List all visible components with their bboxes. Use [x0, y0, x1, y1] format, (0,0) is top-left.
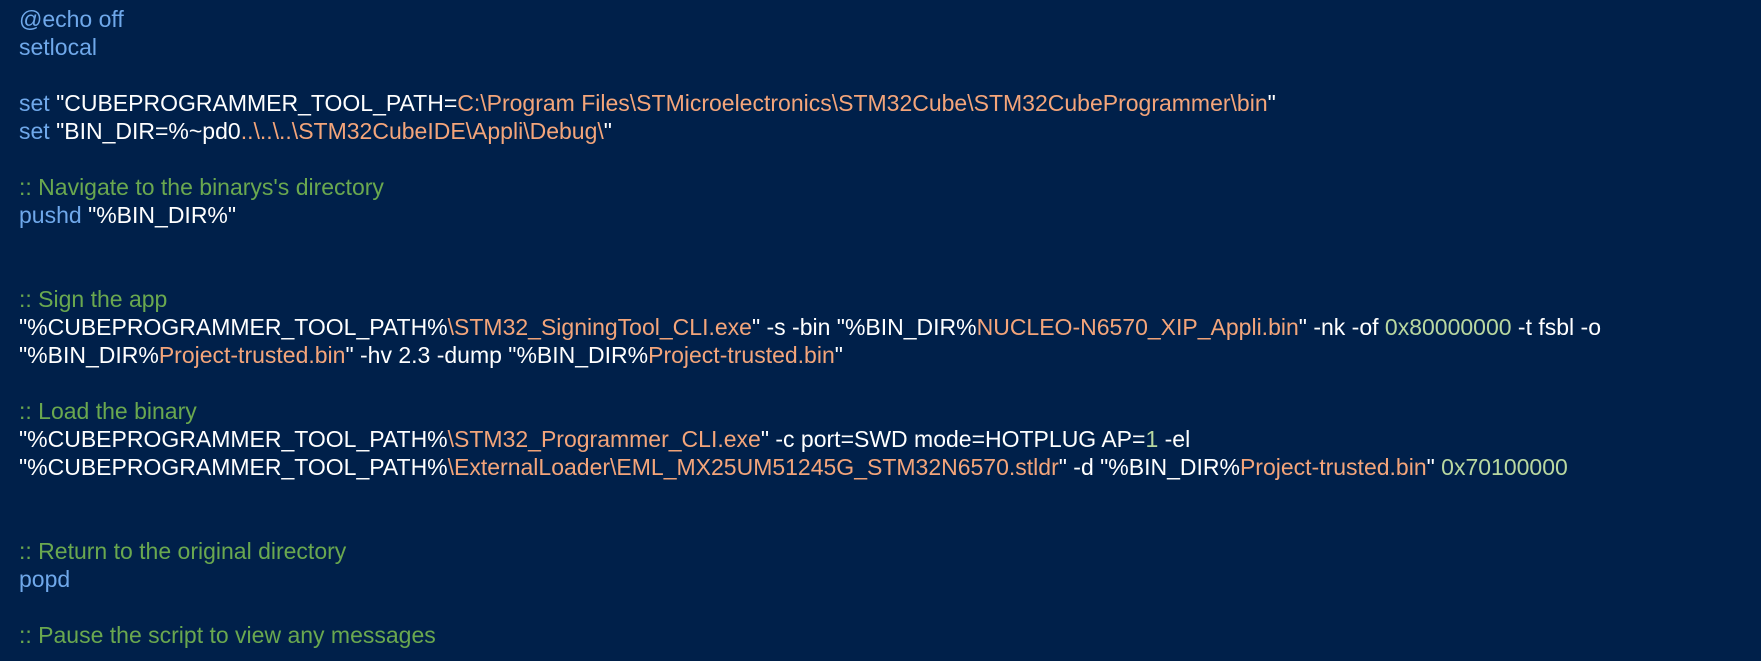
- blank-line: [19, 229, 1755, 257]
- variable-token: %BIN_DIR%: [96, 202, 228, 228]
- blank-line: [19, 145, 1755, 173]
- blank-line: [19, 509, 1755, 537]
- blank-line: [19, 481, 1755, 509]
- string-token: NUCLEO-N6570_XIP_Appli.bin: [976, 314, 1299, 340]
- code-line: :: Return to the original directory: [19, 537, 1755, 565]
- code-line: set "BIN_DIR=%~pd0..\..\..\STM32CubeIDE\…: [19, 117, 1755, 145]
- code-line: @echo off: [19, 5, 1755, 33]
- keyword-token: pushd: [19, 202, 89, 228]
- code-line: "%CUBEPROGRAMMER_TOOL_PATH%\ExternalLoad…: [19, 453, 1755, 481]
- number-token: 0x80000000: [1384, 314, 1512, 340]
- comment-token: :: Load the binary: [19, 398, 197, 424]
- quote-token: ": [1267, 90, 1276, 116]
- keyword-token: setlocal: [19, 34, 97, 60]
- quote-token: ": [603, 118, 612, 144]
- comment-token: :: Pause the script to view any messages: [19, 622, 436, 648]
- text-token: -t fsbl -o: [1511, 314, 1601, 340]
- keyword-token: set: [19, 118, 57, 144]
- quote-token: ": [88, 202, 97, 228]
- code-line: popd: [19, 565, 1755, 593]
- comment-token: :: Sign the app: [19, 286, 168, 312]
- text-token: " -c port=SWD mode=HOTPLUG AP=: [760, 426, 1146, 452]
- quote-token: ": [56, 90, 65, 116]
- blank-line: [19, 593, 1755, 621]
- keyword-token: @echo off: [19, 6, 124, 32]
- code-line: set "CUBEPROGRAMMER_TOOL_PATH=C:\Program…: [19, 89, 1755, 117]
- variable-token: "%CUBEPROGRAMMER_TOOL_PATH%: [19, 426, 448, 452]
- blank-line: [19, 257, 1755, 285]
- comment-token: :: Return to the original directory: [19, 538, 347, 564]
- text-token: " -s -bin "%BIN_DIR%: [751, 314, 977, 340]
- text-token: " -nk -of: [1298, 314, 1385, 340]
- variable-token: "%CUBEPROGRAMMER_TOOL_PATH%: [19, 314, 448, 340]
- string-token: \ExternalLoader\EML_MX25UM51245G_STM32N6…: [447, 454, 1059, 480]
- code-line: :: Sign the app: [19, 285, 1755, 313]
- code-line: :: Pause the script to view any messages: [19, 621, 1755, 649]
- quote-token: ": [227, 202, 237, 228]
- comment-token: :: Navigate to the binarys's directory: [19, 174, 384, 200]
- variable-token: "%BIN_DIR%: [19, 342, 159, 368]
- keyword-token: popd: [19, 566, 71, 592]
- blank-line: [19, 369, 1755, 397]
- keyword-token: set: [19, 90, 57, 116]
- code-line: "%CUBEPROGRAMMER_TOOL_PATH%\STM32_Signin…: [19, 313, 1755, 341]
- string-token: Project-trusted.bin: [1239, 454, 1427, 480]
- text-token: -el: [1158, 426, 1191, 452]
- number-token: 1: [1145, 426, 1159, 452]
- variable-token: BIN_DIR=%~pd0: [64, 118, 241, 144]
- number-token: 0x70100000: [1441, 454, 1568, 480]
- variable-token: CUBEPROGRAMMER_TOOL_PATH=: [64, 90, 458, 116]
- text-token: " -d "%BIN_DIR%: [1058, 454, 1240, 480]
- string-token: Project-trusted.bin: [158, 342, 346, 368]
- string-token: \STM32_SigningTool_CLI.exe: [447, 314, 752, 340]
- code-line: pushd "%BIN_DIR%": [19, 201, 1755, 229]
- quote-token: ": [834, 342, 843, 368]
- blank-line: [19, 61, 1755, 89]
- code-line: :: Load the binary: [19, 397, 1755, 425]
- string-token: C:\Program Files\STMicroelectronics\STM3…: [457, 90, 1268, 116]
- string-token: \STM32_Programmer_CLI.exe: [447, 426, 761, 452]
- code-line: :: Navigate to the binarys's directory: [19, 173, 1755, 201]
- code-line: setlocal: [19, 33, 1755, 61]
- text-token: " -hv 2.3 -dump "%BIN_DIR%: [345, 342, 649, 368]
- text-token: ": [1426, 454, 1442, 480]
- variable-token: "%CUBEPROGRAMMER_TOOL_PATH%: [19, 454, 448, 480]
- code-line: "%CUBEPROGRAMMER_TOOL_PATH%\STM32_Progra…: [19, 425, 1755, 453]
- code-line: "%BIN_DIR%Project-trusted.bin" -hv 2.3 -…: [19, 341, 1755, 369]
- string-token: Project-trusted.bin: [648, 342, 835, 368]
- string-token: ..\..\..\STM32CubeIDE\Appli\Debug\: [240, 118, 604, 144]
- quote-token: ": [56, 118, 65, 144]
